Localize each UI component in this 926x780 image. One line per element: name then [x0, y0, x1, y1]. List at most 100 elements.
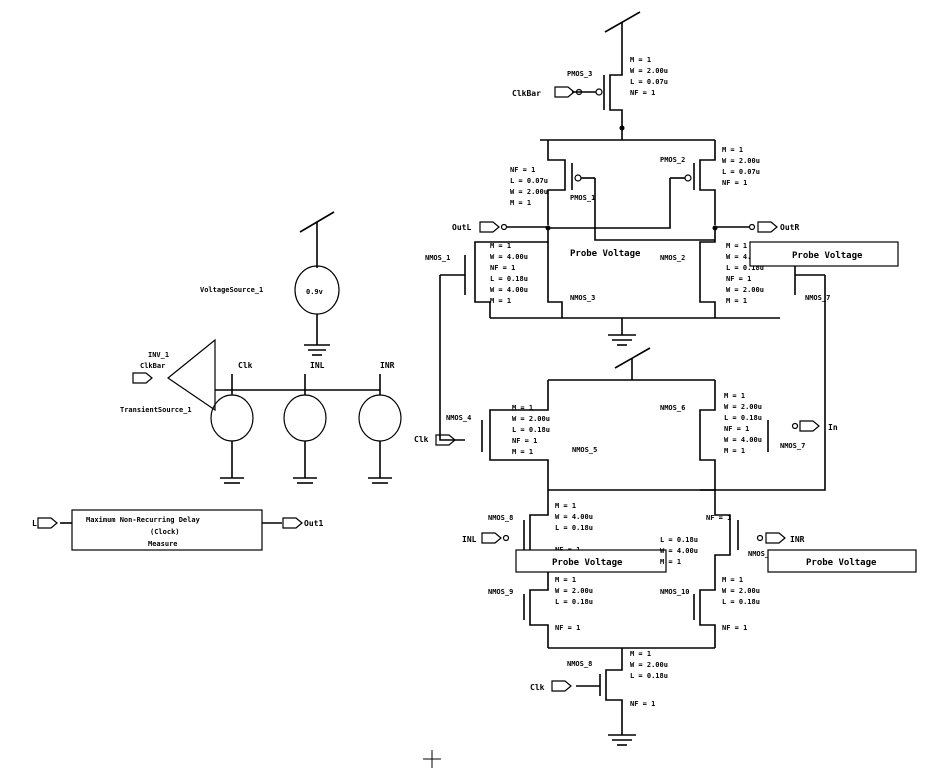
svg-text:OutR: OutR — [780, 223, 799, 232]
svg-text:INR: INR — [790, 535, 805, 544]
svg-text:NMOS_1: NMOS_1 — [425, 254, 450, 262]
svg-text:Clk: Clk — [530, 683, 545, 692]
transient-sources: TransientSource_1 — [120, 394, 402, 484]
svg-text:L = 0.18u: L = 0.18u — [722, 598, 760, 606]
svg-text:W = 4.00u: W = 4.00u — [555, 513, 593, 521]
svg-text:W = 2.00u: W = 2.00u — [510, 188, 548, 196]
svg-text:W = 2.00u: W = 2.00u — [722, 157, 760, 165]
svg-text:M = 1: M = 1 — [630, 56, 651, 64]
nmos-tail: NMOS_8 M = 1 W = 2.00u L = 0.18u NF = 1 — [567, 650, 668, 735]
svg-text:Probe Voltage: Probe Voltage — [552, 558, 623, 568]
measure-block: L Maximum Non-Recurring Delay (Clock) Me… — [32, 509, 323, 551]
nmos-6: NMOS_6 M = 1 W = 2.00u L = 0.18u NF = 1 … — [660, 380, 769, 490]
svg-text:NMOS_6: NMOS_6 — [660, 404, 685, 412]
svg-text:L = 0.18u: L = 0.18u — [512, 426, 550, 434]
svg-text:Maximum Non-Recurring Delay: Maximum Non-Recurring Delay — [86, 516, 201, 524]
outr-pin[interactable]: OutR — [715, 221, 799, 233]
svg-text:M = 1: M = 1 — [722, 146, 743, 154]
svg-text:INV_1: INV_1 — [148, 351, 169, 359]
svg-text:NF = 1: NF = 1 — [706, 514, 731, 522]
svg-text:M = 1: M = 1 — [724, 447, 745, 455]
svg-text:TransientSource_1: TransientSource_1 — [120, 406, 192, 414]
inr-pin[interactable]: INR — [756, 532, 805, 544]
svg-text:W = 2.00u: W = 2.00u — [512, 415, 550, 423]
svg-text:L = 0.07u: L = 0.07u — [510, 177, 548, 185]
svg-text:NMOS_8: NMOS_8 — [567, 660, 592, 668]
supply-2 — [614, 347, 651, 380]
svg-text:Measure: Measure — [148, 540, 178, 548]
svg-text:L = 0.18u: L = 0.18u — [555, 598, 593, 606]
svg-text:Probe Voltage: Probe Voltage — [806, 558, 877, 568]
clk-top-pin[interactable]: Clk — [414, 434, 456, 446]
svg-text:0.9v: 0.9v — [306, 288, 323, 296]
svg-text:Out1: Out1 — [304, 519, 323, 528]
crosshair-icon — [423, 750, 441, 768]
outl-pin[interactable]: OutL — [452, 221, 548, 233]
probe-voltage-4: Probe Voltage — [767, 549, 917, 573]
probe-voltage-3: Probe Voltage — [515, 549, 667, 573]
svg-text:M = 1: M = 1 — [722, 576, 743, 584]
svg-text:M = 1: M = 1 — [726, 242, 747, 250]
pmos-1: NF = 1 L = 0.07u W = 2.00u M = 1 PMOS_1 — [510, 140, 595, 225]
svg-text:W = 2.00u: W = 2.00u — [630, 661, 668, 669]
nmos-low-right: NMOS_10 M = 1 W = 2.00u L = 0.18u NF = 1 — [660, 576, 760, 648]
clk-bottom-pin[interactable]: Clk — [530, 680, 572, 692]
svg-text:Probe Voltage: Probe Voltage — [792, 251, 863, 261]
svg-text:M = 1: M = 1 — [660, 558, 681, 566]
svg-text:PMOS_1: PMOS_1 — [570, 194, 595, 202]
svg-text:M = 1: M = 1 — [510, 199, 531, 207]
svg-text:W = 2.00u: W = 2.00u — [630, 67, 668, 75]
probe-voltage-1: Probe Voltage — [570, 249, 641, 259]
inl-pin[interactable]: INL — [462, 532, 510, 544]
svg-text:NF = 1: NF = 1 — [510, 166, 535, 174]
nmos-inr: L = 0.18u W = 4.00u M = 1 NF = 1 NMOS_9 — [660, 505, 773, 580]
inl-source-label: INL — [310, 361, 325, 370]
svg-text:L = 0.18u: L = 0.18u — [630, 672, 668, 680]
svg-text:M = 1: M = 1 — [555, 576, 576, 584]
nmos-4: NMOS_4 M = 1 W = 2.00u L = 0.18u NF = 1 … — [446, 380, 550, 490]
clkbar-pin[interactable]: ClkBar — [512, 86, 583, 98]
svg-text:M = 1: M = 1 — [724, 392, 745, 400]
probe-voltage-2: Probe Voltage — [749, 241, 899, 267]
svg-text:NF = 1: NF = 1 — [490, 264, 515, 272]
svg-text:NMOS_8: NMOS_8 — [488, 514, 513, 522]
svg-text:NF = 1: NF = 1 — [512, 437, 537, 445]
svg-text:L = 0.07u: L = 0.07u — [722, 168, 760, 176]
svg-text:Probe Voltage: Probe Voltage — [570, 249, 641, 259]
svg-text:ClkBar: ClkBar — [140, 362, 165, 370]
svg-text:NMOS_9: NMOS_9 — [748, 550, 773, 558]
in-right-pin[interactable]: In — [791, 420, 838, 432]
svg-text:W = 4.00u: W = 4.00u — [724, 436, 762, 444]
clk-source-label: Clk — [238, 361, 253, 370]
svg-text:L = 0.18u: L = 0.18u — [660, 536, 698, 544]
inr-source-label: INR — [380, 361, 395, 370]
svg-text:Clk: Clk — [414, 435, 429, 444]
svg-text:NMOS_10: NMOS_10 — [660, 588, 690, 596]
svg-text:NMOS_2: NMOS_2 — [660, 254, 685, 262]
ground-2 — [608, 734, 636, 746]
svg-text:L = 0.18u: L = 0.18u — [555, 524, 593, 532]
svg-text:W = 4.00u: W = 4.00u — [726, 253, 764, 261]
ground-1 — [608, 334, 636, 346]
svg-text:NF = 1: NF = 1 — [722, 179, 747, 187]
nmos-7-label: NMOS_7 — [805, 294, 830, 302]
svg-text:W = 2.00u: W = 2.00u — [724, 403, 762, 411]
svg-text:M = 1: M = 1 — [726, 297, 747, 305]
svg-text:L = 0.18u: L = 0.18u — [726, 264, 764, 272]
svg-text:OutL: OutL — [452, 223, 471, 232]
svg-text:M = 1: M = 1 — [555, 502, 576, 510]
svg-text:M = 1: M = 1 — [490, 242, 511, 250]
svg-text:W = 2.00u: W = 2.00u — [726, 286, 764, 294]
svg-text:M = 1: M = 1 — [630, 650, 651, 658]
svg-text:NF = 1: NF = 1 — [555, 624, 580, 632]
svg-text:In: In — [828, 423, 838, 432]
svg-text:NF = 1: NF = 1 — [630, 700, 655, 708]
svg-text:NF = 1: NF = 1 — [724, 425, 749, 433]
voltage-source: 0.9v VoltageSource_1 — [200, 211, 340, 356]
svg-text:M = 1: M = 1 — [512, 448, 533, 456]
nmos-5-label: NMOS_5 — [572, 446, 597, 454]
svg-text:W = 2.00u: W = 2.00u — [555, 587, 593, 595]
pmos-2: PMOS_2 M = 1 W = 2.00u L = 0.07u NF = 1 — [660, 140, 760, 225]
svg-text:NMOS_9: NMOS_9 — [488, 588, 513, 596]
svg-text:ClkBar: ClkBar — [512, 89, 541, 98]
